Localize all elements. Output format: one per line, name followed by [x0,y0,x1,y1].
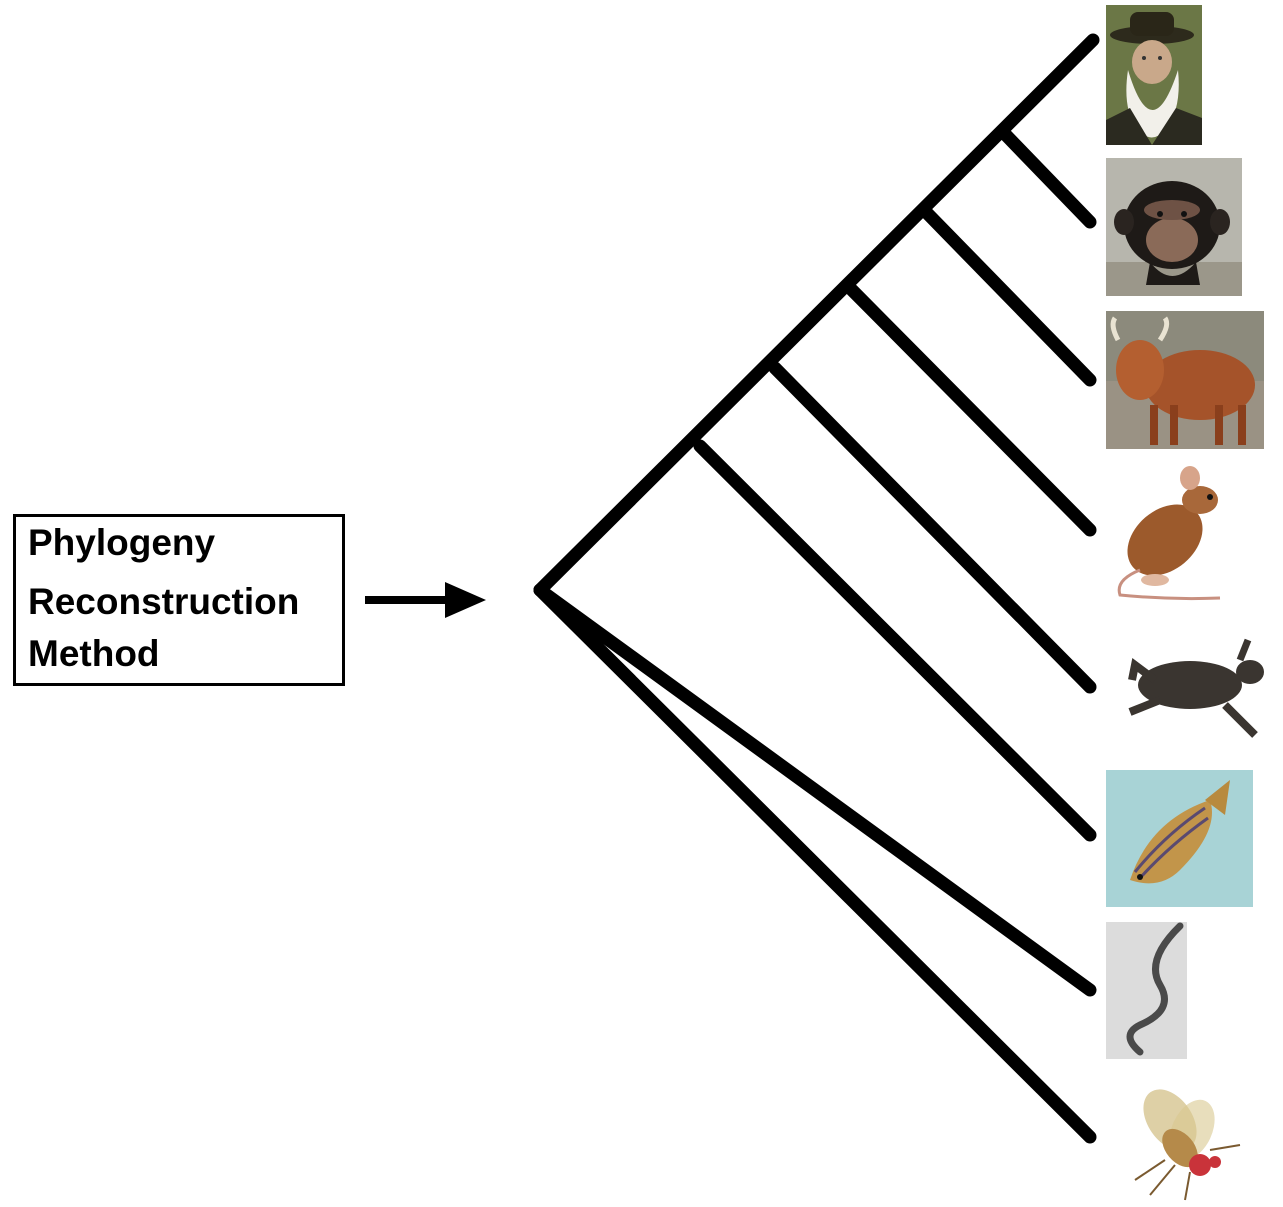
branch-mouse [852,290,1090,530]
branch-frog [775,368,1090,687]
chimpanzee-icon [1106,158,1242,296]
branch-cow [927,213,1090,380]
phylogenetic-tree [540,40,1093,1137]
branch-zebrafish [700,446,1090,835]
nematode-worm-icon [1106,922,1187,1059]
mouse-icon [1114,466,1220,599]
branch-chimpanzee [1002,131,1090,222]
highland-cow-icon [1106,311,1264,449]
branch-spine [540,40,1093,590]
zebrafish-icon [1106,770,1253,907]
darwin-portrait-icon [1106,5,1202,145]
fruit-fly-icon [1132,1080,1240,1200]
frog-icon [1106,615,1282,753]
branch-nematode [540,590,1090,990]
right-arrow-icon [365,582,486,618]
branch-fruit-fly [540,590,1090,1137]
